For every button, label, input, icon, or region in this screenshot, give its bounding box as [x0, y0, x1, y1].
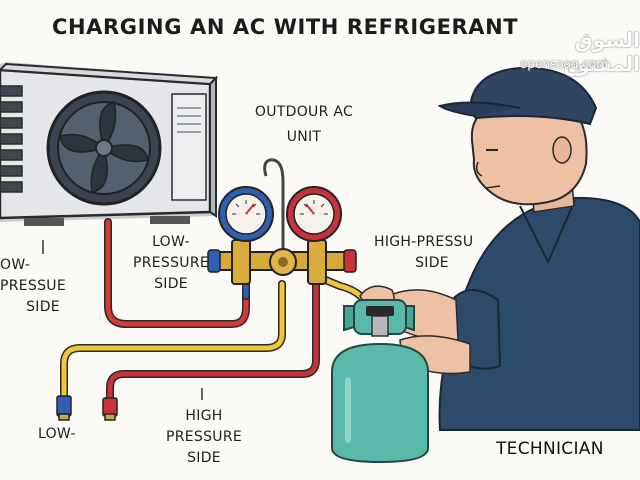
label-outdoor-unit-line2: UNIT [286, 129, 322, 145]
refrigerant-cylinder [331, 299, 429, 464]
label-technician: TECHNICIAN [496, 439, 604, 459]
outdoor-ac-unit [0, 62, 219, 226]
label-high-pressure-bottom-line2: PRESSURE [165, 429, 242, 445]
label-low-pressure-gauge-line1: LOW- [152, 234, 190, 250]
technician-figure [359, 66, 640, 431]
manifold-gauge-set [207, 158, 357, 285]
label-high-pressure-side-right-line2: SIDE [415, 255, 449, 271]
label-low-pressure-gauge-line2: PRESSURE [132, 255, 209, 271]
label-high-pressure-bottom: HIGH PRESSURE SIDE [152, 406, 256, 469]
label-low-pressure-side-left: OW-PRESSUE SIDE [0, 255, 96, 318]
label-low-pressure-gauge-line3: SIDE [154, 276, 188, 292]
watermark-latin: opensooq.com [520, 57, 608, 71]
hose-fittings [56, 395, 118, 421]
label-low-bottom-line1: LOW- [38, 426, 76, 442]
label-outdoor-unit-line1: OUTDOUR AC [254, 104, 354, 120]
label-low-pressure-side-left-line2: SIDE [26, 299, 60, 315]
label-low-pressure-side-left-line1: OW-PRESSUE [0, 257, 66, 294]
label-outdoor-unit: OUTDOUR AC UNIT [244, 102, 364, 148]
label-high-pressure-bottom-line3: SIDE [187, 450, 221, 466]
label-low-bottom: LOW- [38, 424, 98, 445]
label-high-pressure-bottom-line1: HIGH [185, 408, 223, 424]
label-low-pressure-gauge: LOW- PRESSURE SIDE [126, 232, 216, 295]
label-high-pressure-side-right: HIGH-PRESSU SIDE [374, 232, 490, 274]
label-high-pressure-side-right-line1: HIGH-PRESSU [374, 234, 474, 250]
refrigerant-hoses [60, 218, 376, 404]
diagram-title: CHARGING AN AC WITH REFRIGERANT [52, 15, 519, 39]
watermark-arabic: السوق المفتوح [562, 28, 640, 76]
